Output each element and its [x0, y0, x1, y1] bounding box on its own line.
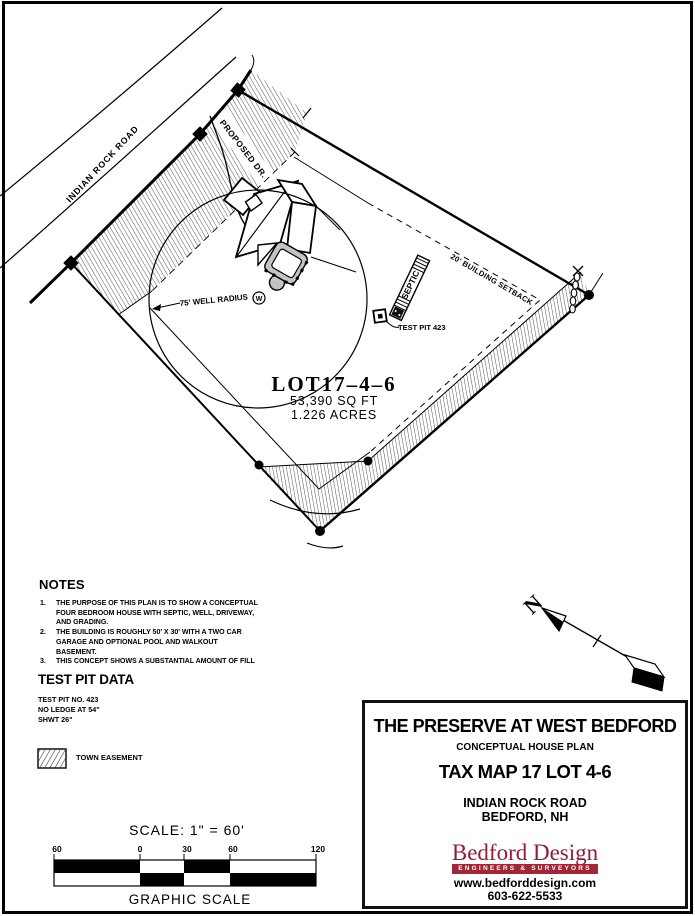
svg-text:53,390 SQ FT: 53,390 SQ FT	[290, 394, 378, 408]
svg-text:N: N	[519, 590, 548, 619]
svg-text:SCALE: 1" = 60': SCALE: 1" = 60'	[129, 822, 245, 838]
svg-text:TEST PIT 423: TEST PIT 423	[398, 323, 446, 332]
svg-text:20' BUILDING SETBACK: 20' BUILDING SETBACK	[449, 252, 535, 307]
svg-text:120: 120	[311, 844, 325, 854]
svg-text:1.226 ACRES: 1.226 ACRES	[291, 408, 377, 422]
svg-text:60: 60	[52, 844, 62, 854]
svg-text:60: 60	[228, 844, 238, 854]
svg-text:75' WELL RADIUS: 75' WELL RADIUS	[179, 292, 249, 308]
svg-text:LOT17–4–6: LOT17–4–6	[271, 372, 396, 396]
svg-text:0: 0	[138, 844, 143, 854]
svg-text:INDIAN ROCK ROAD: INDIAN ROCK ROAD	[64, 123, 140, 204]
svg-text:GRAPHIC SCALE: GRAPHIC SCALE	[129, 892, 252, 907]
svg-text:30: 30	[182, 844, 192, 854]
svg-text:W: W	[256, 296, 263, 303]
